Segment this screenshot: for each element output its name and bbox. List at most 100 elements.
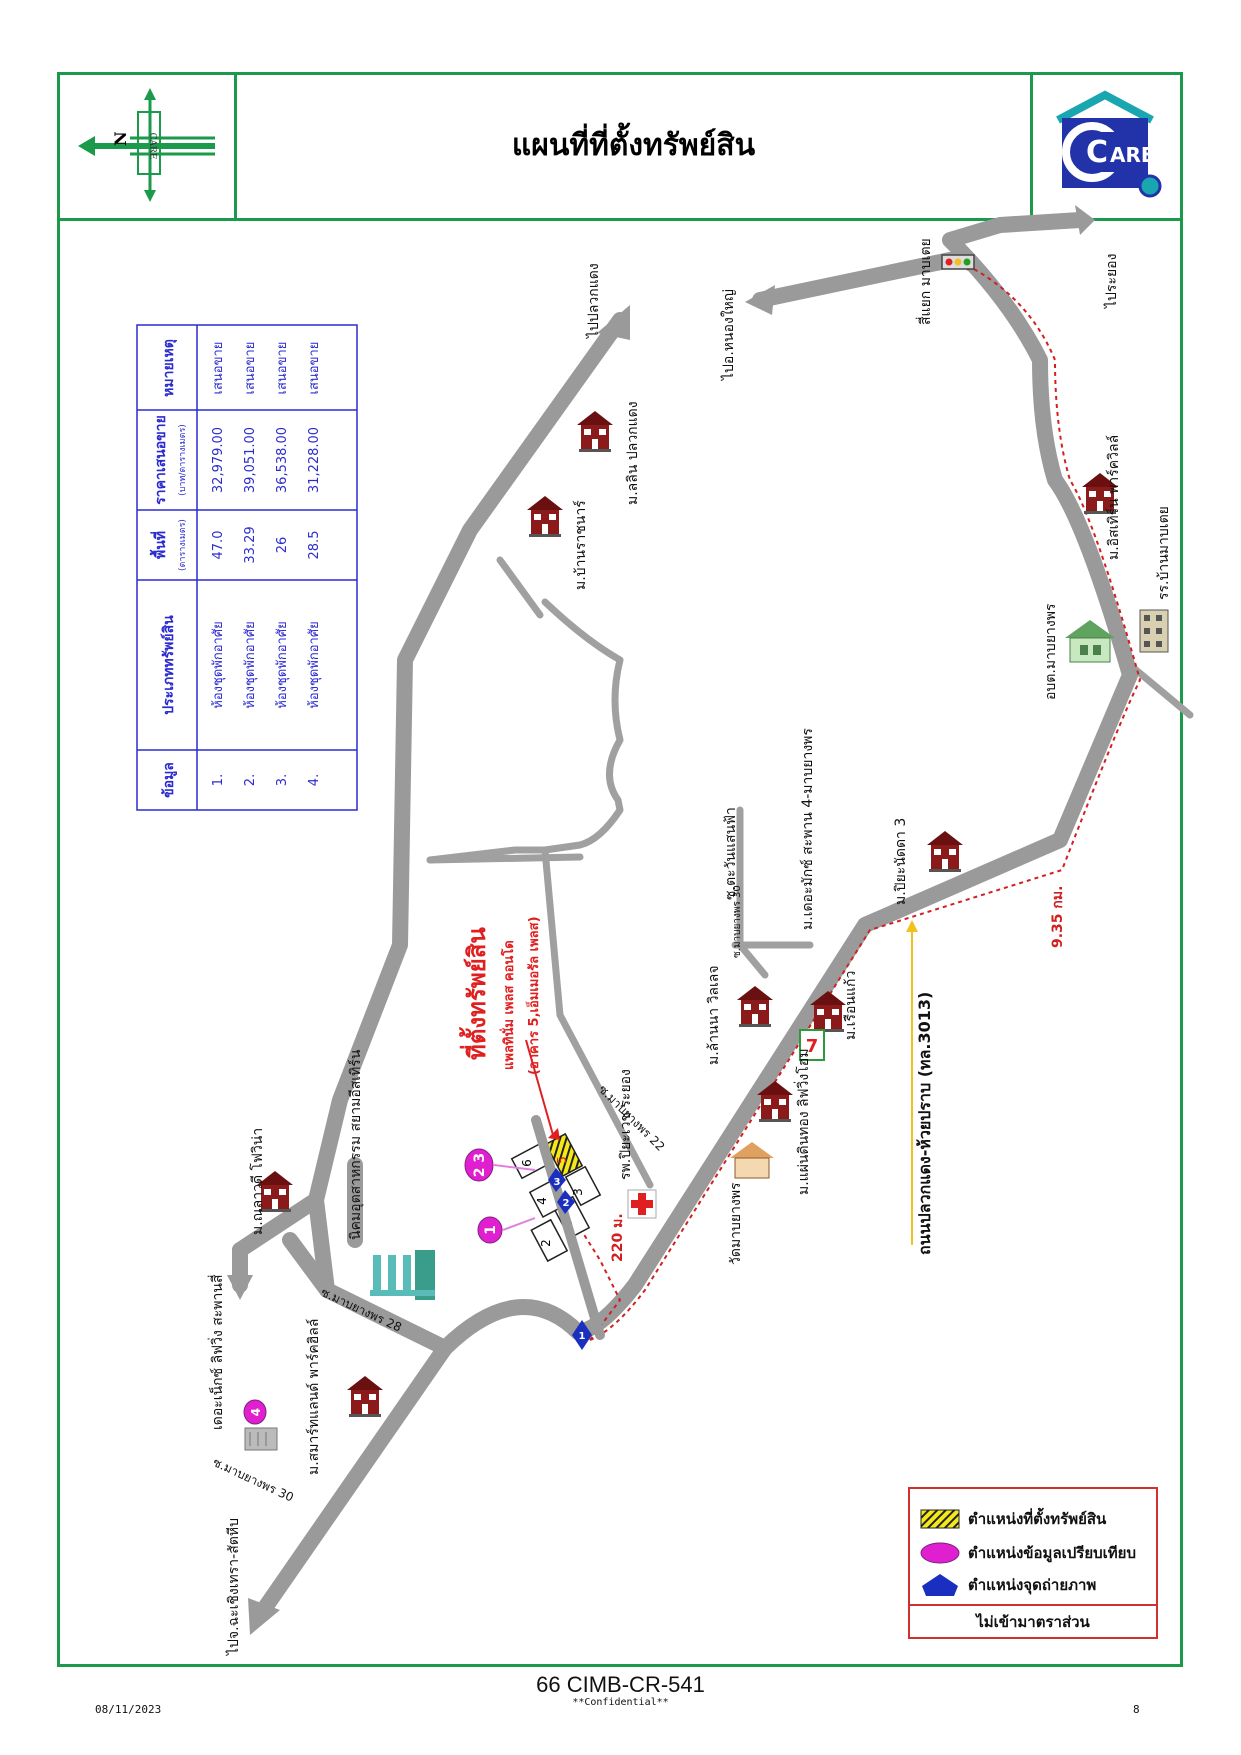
label-main-road: ถนนปลวกแดง-ห้วยปราบ (ทล.3013)	[915, 992, 934, 1255]
svg-text:26: 26	[275, 537, 290, 554]
svg-text:2 3: 2 3	[472, 1153, 488, 1177]
legend-item-photo: ตำแหน่งจุดถ่ายภาพ	[920, 1573, 1096, 1597]
table-header-type: ประเภททรัพย์สิน	[160, 615, 177, 715]
photo-point-markers: 3 2 1	[548, 1168, 592, 1350]
label-soi-tawan: ซ.ตะวันแสนฟ้า	[723, 807, 739, 900]
table-header-area: พื้นที่	[149, 531, 169, 559]
svg-text:1: 1	[579, 1331, 586, 1342]
label-the-max: ม.เดอะมักซ์ สะพาน 4-มาบยางพร	[799, 728, 816, 930]
legend-item-subject: ตำแหน่งที่ตั้งทรัพย์สิน	[920, 1507, 1106, 1531]
site-access-road	[531, 1115, 605, 1340]
temple-icon	[730, 1142, 774, 1179]
table-row: 4.	[307, 774, 322, 786]
svg-text:7: 7	[806, 1036, 819, 1057]
label-industrial: นิคมอุตสาหกรรม สยามอีสเทิร์น	[347, 1049, 364, 1240]
document-date: 08/11/2023	[95, 1703, 162, 1716]
table-header-no: ข้อมูล	[161, 762, 177, 798]
logo-letter: C	[1086, 135, 1108, 170]
table-header-price: ราคาเสนอขาย	[153, 415, 169, 505]
svg-text:2: 2	[563, 1198, 570, 1209]
subject-title: ที่ตั้งทรัพย์สิน	[458, 927, 491, 1060]
svg-text:47.0: 47.0	[211, 531, 226, 560]
table-row: 3.	[275, 774, 290, 786]
subject-label: ที่ตั้งทรัพย์สิน แพลทินั่ม เพลส คอนโด (อ…	[458, 916, 542, 1075]
svg-text:(ตารางเมตร): (ตารางเมตร)	[178, 519, 188, 571]
page-number: 8	[1133, 1703, 1140, 1716]
svg-text:เสนอขาย: เสนอขาย	[275, 342, 290, 395]
label-school: รร.บ้านมาบเตย	[1156, 506, 1172, 600]
hatched-square-icon	[920, 1509, 960, 1529]
svg-text:32,979.00: 32,979.00	[211, 427, 226, 493]
traffic-light-icon	[941, 254, 975, 270]
comparison-table: ข้อมูล ประเภททรัพย์สิน พื้นที่ (ตารางเมต…	[136, 324, 358, 811]
school-icon	[1139, 609, 1169, 653]
label-lanna: ม.ล้านนา วิลเลจ	[706, 965, 722, 1065]
convenience-store-icon: 7	[799, 1029, 825, 1061]
ellipse-icon	[920, 1542, 960, 1564]
compass-n-label: N	[111, 131, 130, 146]
village-icon	[927, 831, 963, 872]
svg-text:2: 2	[539, 1239, 553, 1247]
label-intersection: สี่แยก มาบเตย	[916, 238, 934, 325]
industrial-estate-icon	[370, 1250, 435, 1300]
label-distance-main: 9.35 กม.	[1050, 886, 1066, 948]
label-soi-30-a: ซ.มาบยางพร 30	[732, 885, 743, 958]
page-frame	[57, 72, 1183, 1667]
svg-text:3: 3	[554, 1177, 561, 1188]
svg-text:4: 4	[535, 1197, 549, 1205]
header-divider-left	[234, 72, 237, 220]
table-row: 1.	[211, 774, 226, 786]
confidential-note: **Confidential**	[572, 1697, 669, 1708]
label-to-chachoengsao: ไปจ.ฉะเชิงเทรา-สัตหีบ	[225, 1518, 242, 1656]
svg-text:28.5: 28.5	[307, 531, 322, 560]
svg-text:4: 4	[249, 1408, 263, 1416]
map-legend: ตำแหน่งที่ตั้งทรัพย์สิน ตำแหน่งข้อมูลเปร…	[908, 1487, 1158, 1639]
label-ban-rachanart: ม.บ้านราชนาร์	[572, 500, 589, 590]
svg-text:3: 3	[571, 1188, 585, 1196]
compass-brand: CARE	[147, 133, 157, 160]
legend-scale-note: ไม่เข้ามาตราส่วน	[976, 1613, 1090, 1631]
pentagon-marker-icon	[922, 1574, 958, 1596]
logo-text: ARE	[1110, 143, 1155, 167]
header-divider	[57, 218, 1183, 221]
label-nalawee: ม.ณลาวดี โฟวิน่า	[249, 1128, 266, 1235]
table-header-note: หมายเหตุ	[161, 339, 177, 397]
subject-line1: แพลทินั่ม เพลส คอนโด	[499, 940, 517, 1070]
road-arrowheads	[227, 205, 1095, 1635]
label-soi-30-b: ซ.มาบยางพร 30	[211, 1455, 296, 1505]
svg-text:ห้องชุดพักอาศัย: ห้องชุดพักอาศัย	[243, 621, 258, 708]
svg-text:(บาท/ตารางเมตร): (บาท/ตารางเมตร)	[178, 424, 188, 496]
svg-text:31,228.00: 31,228.00	[307, 427, 322, 493]
label-to-pluak-daeng: ไปปลวกแดง	[585, 263, 602, 339]
village-icon	[527, 496, 563, 537]
label-next-living: เดอะเน็กซ์ ลิฟวิ่ง สะพานสี่	[208, 1274, 226, 1430]
condo-building-icon	[244, 1427, 278, 1451]
legend-item-comparable: ตำแหน่งข้อมูลเปรียบเทียบ	[920, 1541, 1136, 1565]
label-hospital: รพ.ปิยะเวช ระยอง	[618, 1069, 634, 1180]
label-wat: วัดมาบยางพร	[728, 1182, 744, 1265]
label-ruean-kaew: ม.เรือนแก้ว	[843, 971, 859, 1040]
label-piya: ม.ปิยะนัดดา 3	[893, 818, 909, 905]
svg-text:6: 6	[520, 1159, 534, 1167]
label-to-nong-yai: ไปอ.หนองใหญ่	[720, 289, 737, 381]
svg-text:ห้องชุดพักอาศัย: ห้องชุดพักอาศัย	[275, 621, 290, 708]
svg-text:เสนอขาย: เสนอขาย	[243, 342, 258, 395]
label-smart-land: ม.สมาร์ทแลนด์ พาร์คฮิลล์	[305, 1319, 322, 1475]
header-divider-right	[1030, 72, 1033, 220]
label-phaen-din: ม.แผ่นดินทอง ลิฟวิ่งโฮม	[794, 1048, 812, 1195]
page-title: แผนที่ที่ตั้งทรัพย์สิน	[511, 127, 756, 163]
label-to-rayong: ไประยอง	[1103, 254, 1120, 309]
north-arrow-icon: N CARE	[78, 88, 215, 202]
svg-text:33.29: 33.29	[243, 526, 258, 563]
document-code: 66 CIMB-CR-541	[536, 1672, 705, 1697]
care-logo: C ARE	[1056, 90, 1162, 198]
label-obt: อบต.มาบยางพร	[1043, 603, 1059, 700]
svg-text:5: 5	[555, 1156, 569, 1164]
svg-text:ห้องชุดพักอาศัย: ห้องชุดพักอาศัย	[307, 621, 322, 708]
hospital-icon	[627, 1189, 657, 1219]
comparable-markers: 2 3 1 4	[243, 1148, 536, 1425]
label-ma-lin: ม.ลลิน ปลวกแดง	[625, 401, 641, 505]
minor-roads	[426, 556, 1194, 1189]
svg-text:36,538.00: 36,538.00	[275, 427, 290, 493]
